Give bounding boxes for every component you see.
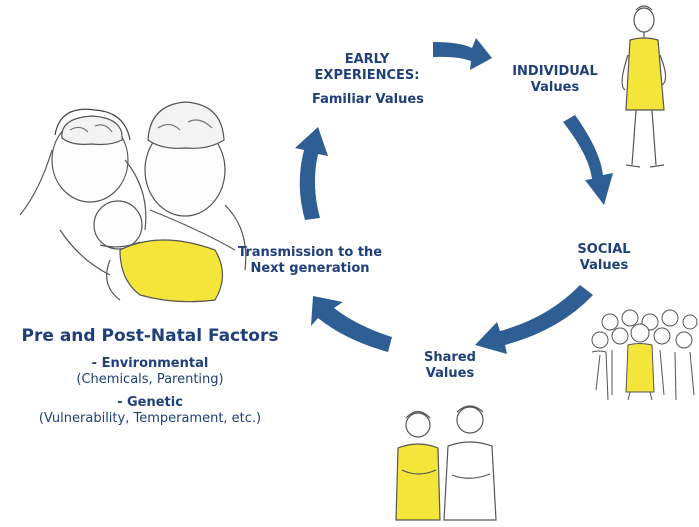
familiar-values-label: Familiar Values xyxy=(312,92,424,107)
arrow-shared-to-transmission xyxy=(311,296,392,352)
individual-illustration xyxy=(621,5,667,168)
family-illustration xyxy=(19,101,247,303)
arrow-early-to-individual xyxy=(433,38,492,70)
early-experiences-title: EARLY EXPERIENCES: xyxy=(314,52,420,83)
factors-heading: Pre and Post-Natal Factors xyxy=(21,326,279,346)
arrow-individual-to-social xyxy=(563,115,613,205)
cycle-arrows xyxy=(295,38,613,354)
environmental-label: - Environmental xyxy=(91,356,209,371)
environmental-detail: (Chemicals, Parenting) xyxy=(76,372,224,387)
shared-values-label: Shared Values xyxy=(424,350,476,381)
social-illustration xyxy=(591,309,698,401)
early-experiences-label: EARLY EXPERIENCES: Familiar Values xyxy=(312,52,424,108)
transmission-label: Transmission to the Next generation xyxy=(237,245,383,276)
social-values-label: SOCIAL Values xyxy=(577,242,631,273)
arrow-transmission-to-early xyxy=(295,127,328,220)
factors-block: Pre and Post-Natal Factors - Environment… xyxy=(0,326,300,428)
arrow-social-to-shared xyxy=(475,285,593,354)
individual-values-label: INDIVIDUAL Values xyxy=(512,64,598,95)
genetic-detail: (Vulnerability, Temperament, etc.) xyxy=(38,411,262,426)
shared-illustration xyxy=(395,405,497,521)
group-people xyxy=(591,309,698,401)
genetic-label: - Genetic xyxy=(117,395,183,410)
